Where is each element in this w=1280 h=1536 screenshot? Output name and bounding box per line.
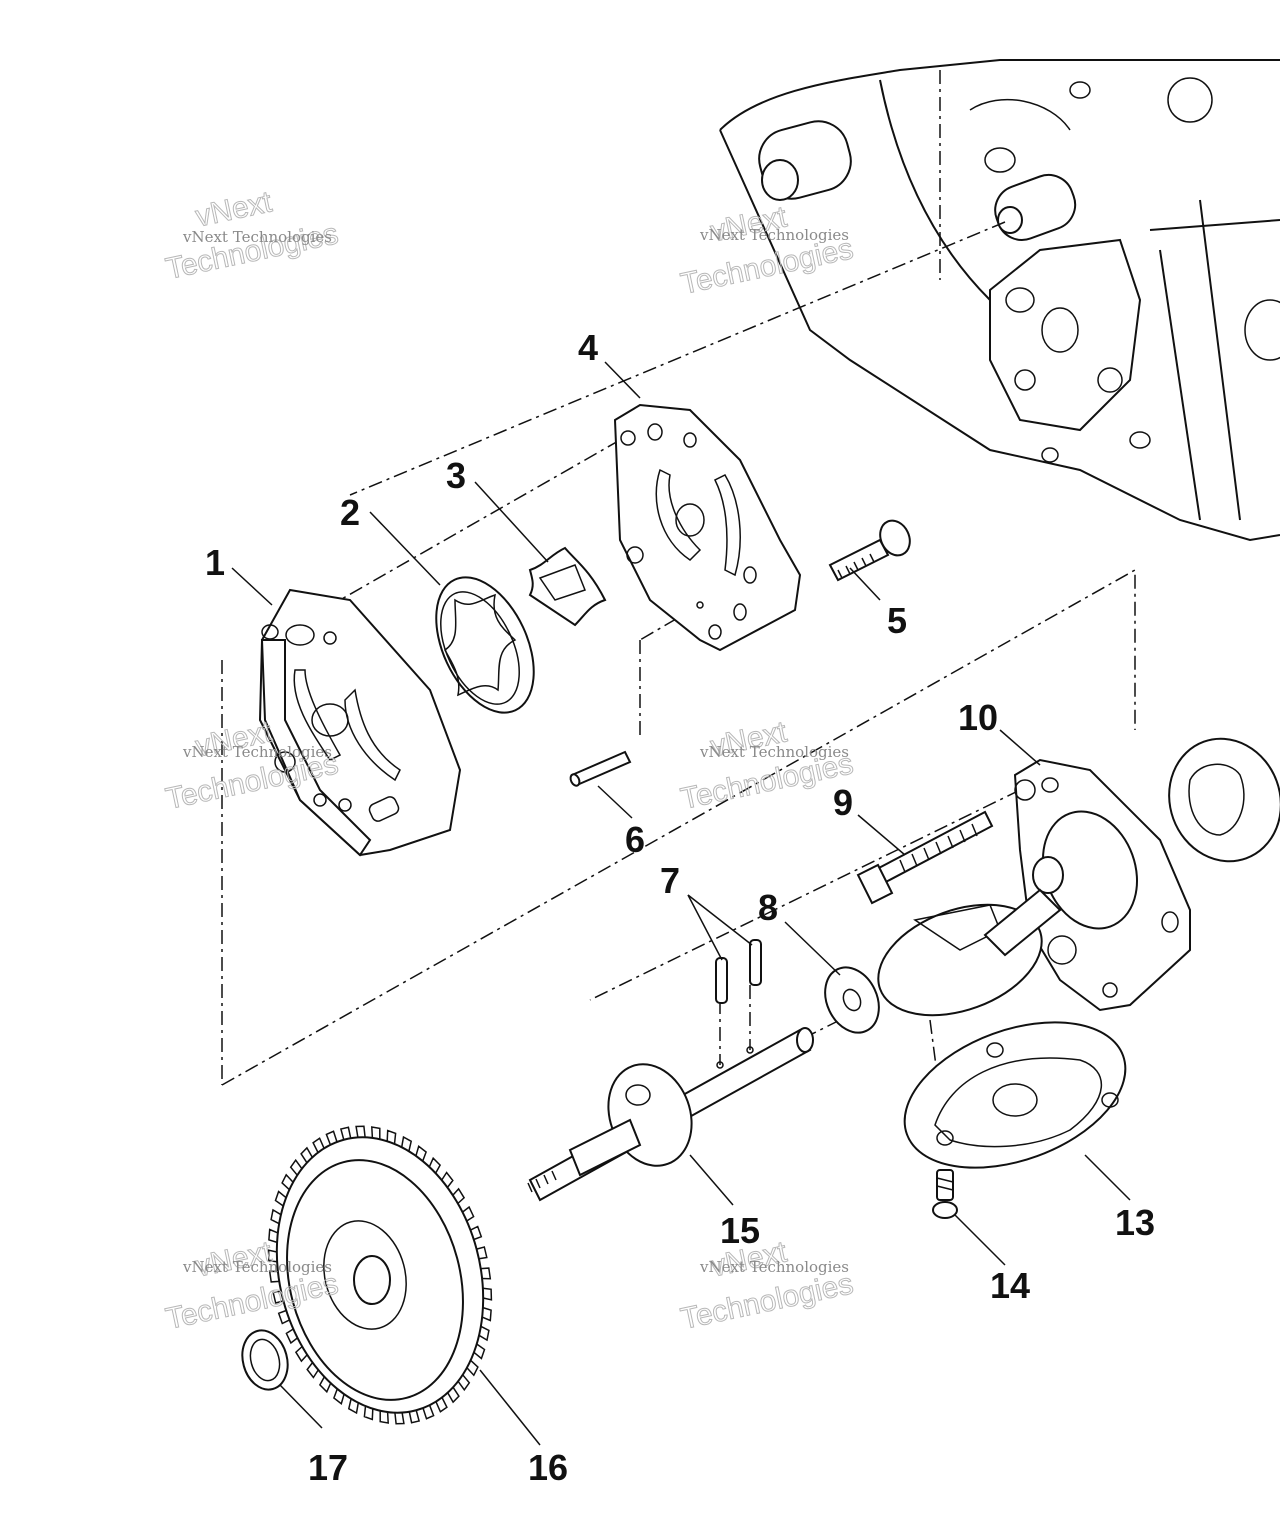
part-8-washer [824,966,880,1034]
watermark-small-3: vNext Technologies [182,743,332,761]
part-3-inner-rotor [528,546,607,627]
callout-3: 3 [446,455,466,496]
callout-7: 7 [660,860,680,901]
oil-strainer-plate [877,888,1062,1017]
part-6-pin [569,750,632,787]
part-4-cover-plate [613,403,802,652]
watermark-big-12: Technologies [678,1267,856,1336]
watermark-big-1: vNext [193,185,276,233]
callout-5: 5 [887,600,907,641]
gear-teeth [267,1125,493,1425]
part-1-pump-body [258,588,462,857]
part-14-screw [932,1169,958,1219]
part-2-outer-rotor [435,576,535,714]
watermarks: vNext Technologies vNext Technologies vN… [162,185,856,1337]
watermark-small-2: vNext Technologies [699,226,849,244]
callout-6: 6 [625,819,645,860]
part-10-pump-housing [1013,758,1191,1012]
watermark-small-1: vNext Technologies [182,228,332,246]
watermark-small-5: vNext Technologies [182,1258,332,1276]
part-15-shaft [527,1027,814,1202]
part-7-pins [715,939,762,1004]
callout-10: 10 [958,697,998,738]
callout-17: 17 [308,1447,348,1488]
rotor-partial-right [1168,737,1280,863]
part-5-screw [828,519,911,582]
part-17-ring [241,1329,289,1391]
callouts: 1 2 3 4 5 6 7 8 9 10 13 14 15 16 17 [205,327,1155,1488]
part-9-bolt [856,810,994,905]
callout-13: 13 [1115,1202,1155,1243]
callout-2: 2 [340,492,360,533]
watermark-2: vNext Technologies [677,200,856,302]
engine-block [719,59,1280,542]
watermark-small-4: vNext Technologies [699,743,849,761]
callout-1: 1 [205,542,225,583]
part-13-gasket [903,1021,1127,1169]
callout-16: 16 [528,1447,568,1488]
watermark-6: vNext Technologies [677,1235,856,1337]
callout-9: 9 [833,782,853,823]
callout-15: 15 [720,1210,760,1251]
callout-8: 8 [758,887,778,928]
leader-lines [231,361,1131,1446]
watermark-small-6: vNext Technologies [699,1258,849,1276]
callout-14: 14 [990,1265,1030,1306]
callout-4: 4 [578,327,598,368]
part-16-gear [267,1125,493,1425]
